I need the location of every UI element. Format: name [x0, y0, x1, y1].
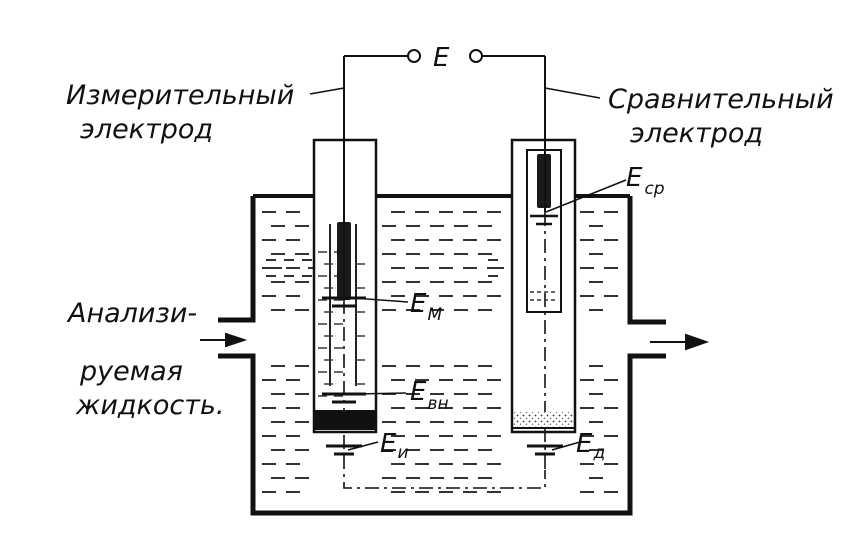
e-i-label: Eи	[380, 429, 409, 463]
leader-lines	[309, 87, 627, 451]
junction-cells	[326, 444, 563, 489]
external-circuit	[344, 49, 545, 63]
liquid-fill	[262, 211, 618, 493]
vessel	[218, 194, 666, 516]
e-m-label: EМ	[410, 289, 442, 325]
e-vn-label: Eвн	[410, 377, 449, 414]
reference-electrode-label: Сравнительный электрод	[608, 84, 842, 149]
e-d-label: Eд	[576, 429, 605, 463]
measuring-electrode-label: Измерительный электрод	[66, 80, 303, 145]
e-terminal-label: E	[433, 43, 450, 73]
measuring-electrode	[312, 56, 378, 455]
inlet-arrow	[200, 332, 248, 348]
inlet-label: Анализи- руемая жидкость.	[66, 298, 224, 421]
outlet-arrow	[650, 333, 710, 351]
reference-electrode	[510, 56, 577, 470]
